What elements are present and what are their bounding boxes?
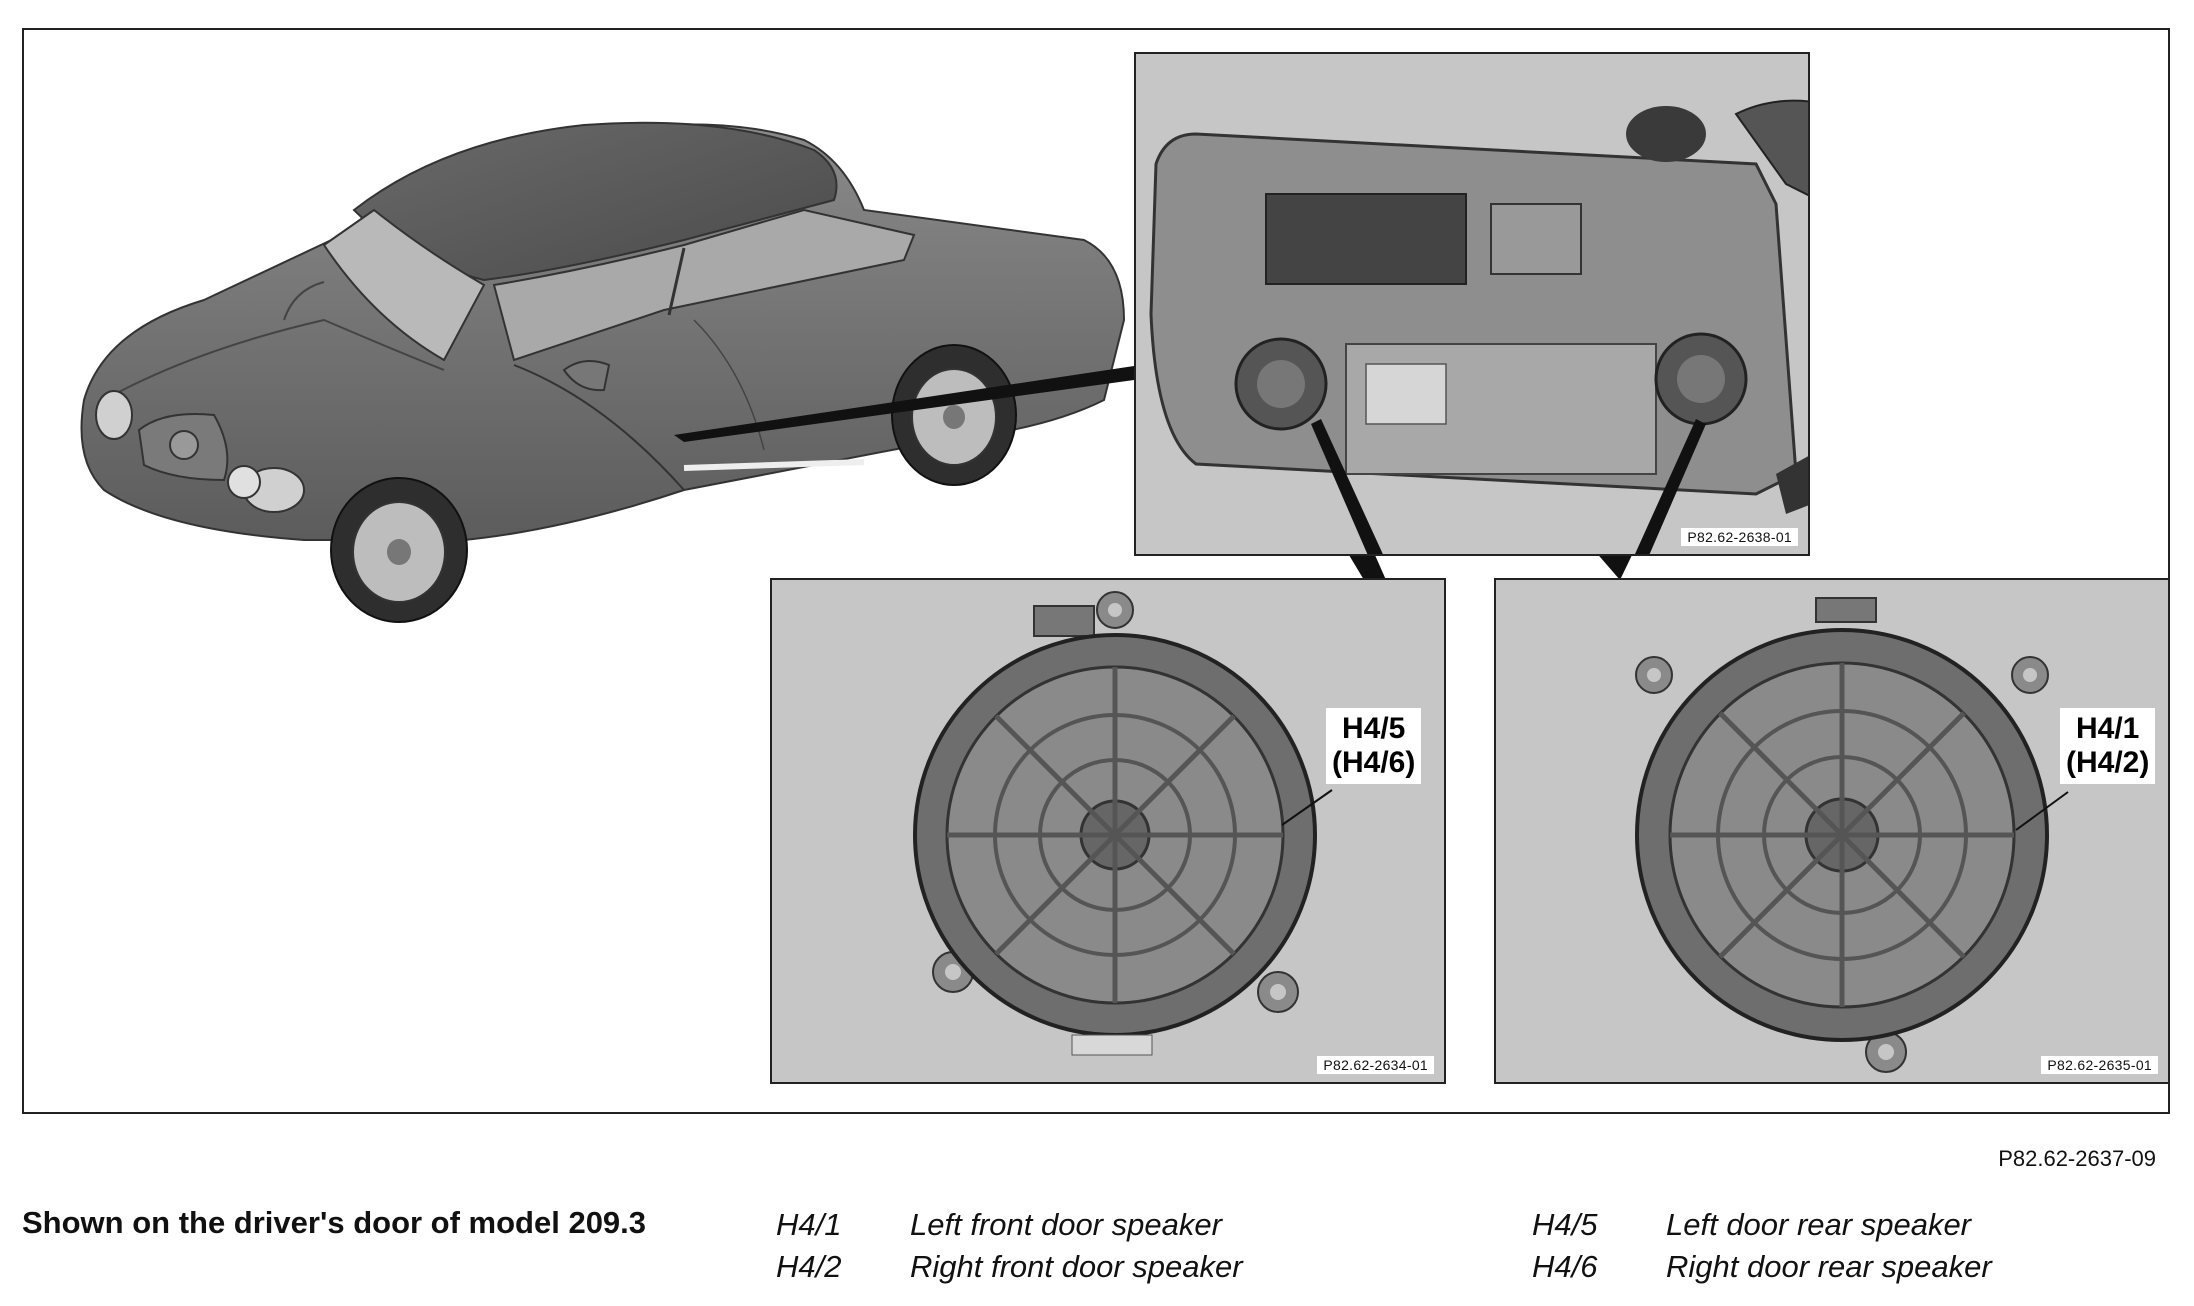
callout-h4-6-code: (H4/6) — [1332, 746, 1416, 779]
legend-row: H4/6 Right door rear speaker — [1532, 1246, 1992, 1288]
callout-h4-5-code: H4/5 — [1341, 712, 1406, 745]
legend-row: H4/2 Right front door speaker — [776, 1246, 1243, 1288]
speaker-right-ref: P82.62-2635-01 — [2041, 1056, 2158, 1074]
door-illustration — [1149, 99, 1808, 554]
legend-code: H4/6 — [1532, 1249, 1598, 1284]
legend-code: H4/1 — [776, 1207, 842, 1242]
legend-label: Right door rear speaker — [1666, 1249, 1992, 1284]
callout-h4-2-code: (H4/2) — [2066, 746, 2150, 779]
speaker-illustration-h4-1 — [1635, 597, 2069, 1073]
legend-row: H4/1 Left front door speaker — [776, 1204, 1243, 1246]
legend-code: H4/2 — [776, 1249, 842, 1284]
figure-caption: Shown on the driver's door of model 209.… — [22, 1205, 647, 1240]
speaker-left-ref: P82.62-2634-01 — [1317, 1056, 1434, 1074]
legend-label: Left door rear speaker — [1666, 1207, 1972, 1242]
callout-h4-1-code: H4/1 — [2075, 712, 2140, 745]
door-panel: P82.62-2638-01 — [1134, 52, 1810, 556]
figure-frame: P82.62-2638-01 H4/5 (H4/6) — [22, 28, 2170, 1114]
callout-h4-5: H4/5 (H4/6) — [1326, 708, 1422, 784]
car-illustration — [80, 121, 1126, 623]
speaker-panel-left: H4/5 (H4/6) P82.62-2634-01 — [770, 578, 1446, 1084]
legend-left: H4/1 Left front door speaker H4/2 Right … — [776, 1204, 1243, 1288]
legend-label: Right front door speaker — [910, 1249, 1243, 1284]
figure-reference: P82.62-2637-09 — [1998, 1146, 2156, 1171]
callout-h4-1: H4/1 (H4/2) — [2060, 708, 2156, 784]
speaker-illustration-h4-5 — [913, 591, 1333, 1056]
legend-right: H4/5 Left door rear speaker H4/6 Right d… — [1532, 1204, 1992, 1288]
legend-row: H4/5 Left door rear speaker — [1532, 1204, 1992, 1246]
speaker-panel-right: H4/1 (H4/2) P82.62-2635-01 — [1494, 578, 2170, 1084]
legend-code: H4/5 — [1532, 1207, 1598, 1242]
door-panel-ref: P82.62-2638-01 — [1681, 528, 1798, 546]
legend-label: Left front door speaker — [910, 1207, 1222, 1242]
